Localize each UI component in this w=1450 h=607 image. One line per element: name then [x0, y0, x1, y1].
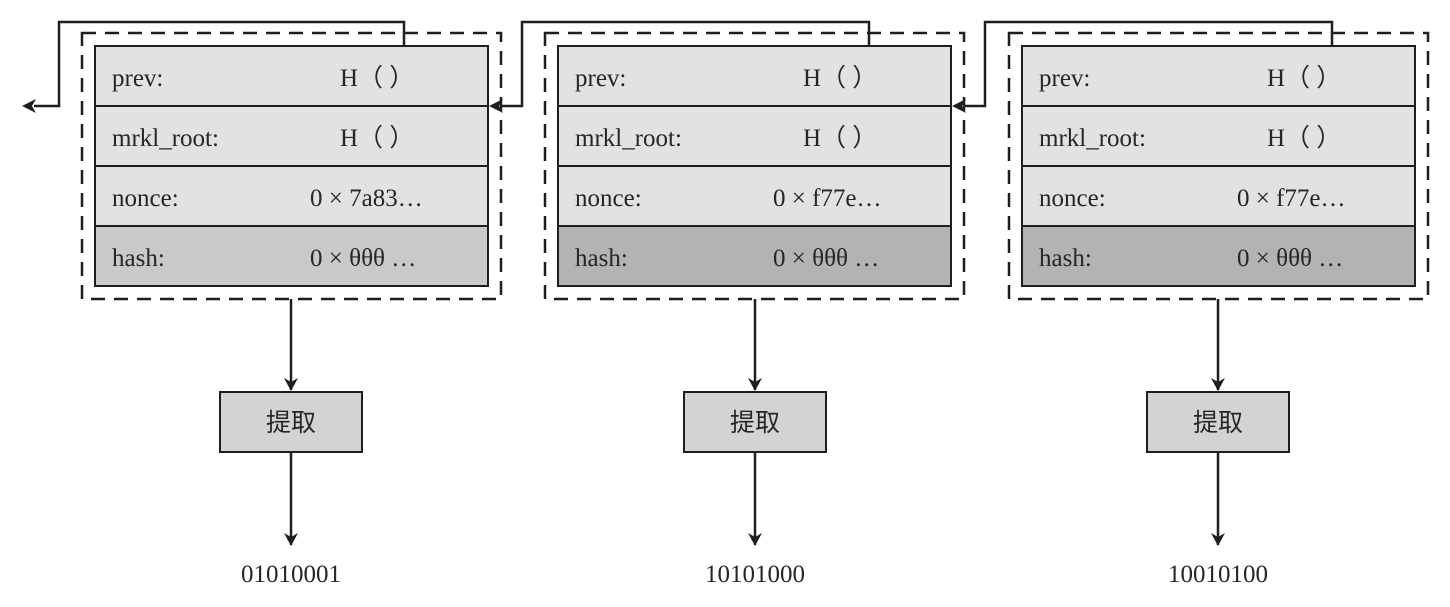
block-2: prev: H（ ） mrkl_root: H（ ） nonce: 0 × f77e… ha…: [543, 31, 966, 588]
blocks: prev: H（ ） mrkl_root: H（ ） nonce: 0 × 7a83… ha…: [80, 31, 1430, 588]
field-label: hash:: [1039, 245, 1092, 272]
block-row-prev: prev: H（ ）: [94, 45, 489, 107]
field-label: mrkl_root:: [112, 125, 219, 152]
block-row-mrklroot: mrkl_root: H（ ）: [94, 105, 489, 167]
field-value: H（ ）: [803, 124, 877, 152]
block-row-hash: hash: 0 × θθθ …: [94, 225, 489, 287]
field-value: 0 × θθθ …: [310, 245, 416, 272]
block-row-mrklroot: mrkl_root: H（ ）: [1021, 105, 1416, 167]
extract-label: 提取: [266, 408, 316, 437]
field-value: H（ ）: [1267, 124, 1341, 152]
extract-box: [683, 391, 827, 453]
extracted-bits: 10010100: [1168, 561, 1268, 588]
extract-box: [1146, 391, 1290, 453]
row-cell: [94, 225, 489, 287]
field-label: hash:: [112, 245, 165, 272]
extracted-bits: 01010001: [241, 561, 341, 588]
field-value: 0 × f77e…: [773, 185, 882, 212]
row-cell: [1021, 225, 1416, 287]
row-cell: [94, 165, 489, 227]
field-label: nonce:: [1039, 185, 1106, 212]
field-label: mrkl_root:: [1039, 125, 1146, 152]
block-row-hash: hash: 0 × θθθ …: [557, 225, 952, 287]
field-label: nonce:: [575, 185, 642, 212]
row-cell: [1021, 105, 1416, 167]
field-value: 0 × 7a83…: [310, 185, 423, 212]
arrow-left-icon: [952, 99, 966, 113]
field-value: H（ ）: [1267, 64, 1341, 92]
block-3: prev: H（ ） mrkl_root: H（ ） nonce: 0 × f77e… ha…: [1007, 31, 1430, 588]
field-label: prev:: [112, 65, 163, 92]
row-cell: [557, 225, 952, 287]
row-cell: [557, 45, 952, 107]
block-row-prev: prev: H（ ）: [1021, 45, 1416, 107]
arrow-left-icon: [489, 99, 503, 113]
row-cell: [557, 105, 952, 167]
row-cell: [1021, 45, 1416, 107]
block-dashed-border: [80, 31, 503, 301]
field-value: H（ ）: [803, 64, 877, 92]
extract-step: 提取: [1146, 391, 1290, 453]
extracted-bits: 10101000: [705, 561, 805, 588]
field-value: H（ ）: [340, 64, 414, 92]
block-1: prev: H（ ） mrkl_root: H（ ） nonce: 0 × 7a83… ha…: [80, 31, 503, 588]
prev-link-line-1: [34, 20, 406, 108]
extract-box: [219, 391, 363, 453]
extract-step: 提取: [219, 391, 363, 453]
row-cell: [557, 165, 952, 227]
block-row-hash: hash: 0 × θθθ …: [1021, 225, 1416, 287]
row-cell: [94, 45, 489, 107]
field-value: 0 × f77e…: [1237, 185, 1346, 212]
prev-hash-links: [22, 20, 1334, 113]
block-dashed-border: [1007, 31, 1430, 301]
extract-label: 提取: [1193, 408, 1243, 437]
block-dashed-border: [543, 31, 966, 301]
field-label: hash:: [575, 245, 628, 272]
field-label: prev:: [575, 65, 626, 92]
prev-link-line-2: [501, 20, 871, 108]
field-label: prev:: [1039, 65, 1090, 92]
arrow-left-icon: [22, 99, 36, 113]
extract-label: 提取: [730, 408, 780, 437]
block-row-nonce: nonce: 0 × f77e…: [1021, 165, 1416, 227]
field-label: mrkl_root:: [575, 125, 682, 152]
prev-link-line-3: [964, 20, 1334, 108]
field-value: 0 × θθθ …: [1237, 245, 1343, 272]
field-label: nonce:: [112, 185, 179, 212]
block-row-nonce: nonce: 0 × f77e…: [557, 165, 952, 227]
block-row-mrklroot: mrkl_root: H（ ）: [557, 105, 952, 167]
block-row-prev: prev: H（ ）: [557, 45, 952, 107]
field-value: 0 × θθθ …: [773, 245, 879, 272]
block-row-nonce: nonce: 0 × 7a83…: [94, 165, 489, 227]
row-cell: [94, 105, 489, 167]
field-value: H（ ）: [340, 124, 414, 152]
extract-step: 提取: [683, 391, 827, 453]
